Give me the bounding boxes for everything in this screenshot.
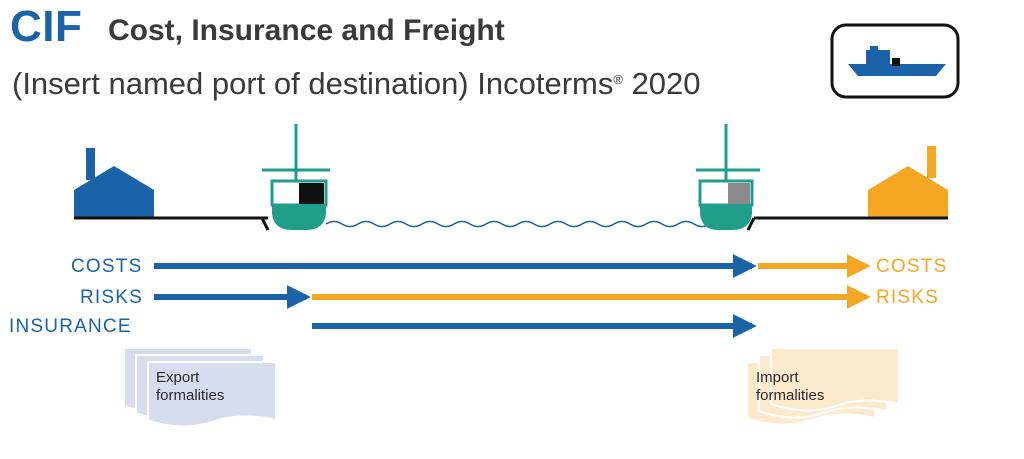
import-formalities-label: Import formalities (756, 369, 824, 405)
loading-ship-icon (262, 124, 330, 230)
buyer-warehouse-icon (868, 146, 948, 218)
costs-buyer-label: COSTS (876, 256, 948, 277)
insurance-label: INSURANCE (9, 316, 132, 337)
import-label-line-1: Import (756, 369, 799, 386)
risks-buyer-label: RISKS (876, 287, 940, 308)
import-label-line-2: formalities (756, 387, 825, 404)
destination-ship-icon (696, 124, 760, 230)
export-formalities-doc (123, 347, 277, 428)
incoterm-subtitle: (Insert named port of destination) Incot… (12, 66, 701, 102)
subtitle-year: 2020 (631, 66, 701, 101)
registered-mark: ® (613, 72, 623, 87)
quay-lines (74, 216, 948, 231)
import-formalities-doc (746, 347, 900, 426)
export-formalities-label: Export formalities (156, 369, 224, 405)
export-label-line-1: Export (156, 369, 200, 386)
costs-seller-label: COSTS (71, 256, 143, 277)
sea-wave (325, 220, 723, 228)
risks-seller-label: RISKS (80, 287, 144, 308)
seller-warehouse-icon (74, 148, 154, 218)
subtitle-text: (Insert named port of destination) Incot… (12, 66, 614, 101)
incoterm-code: CIF (10, 2, 83, 51)
ship-icon (830, 23, 960, 99)
export-label-line-2: formalities (156, 387, 225, 404)
incoterm-name: Cost, Insurance and Freight (108, 14, 505, 47)
